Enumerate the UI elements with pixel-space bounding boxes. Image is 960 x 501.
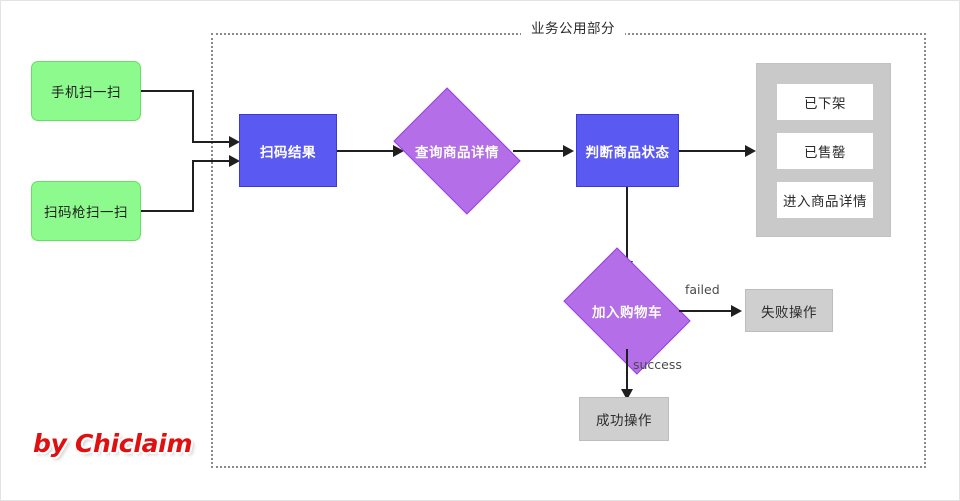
status-option-soldout[interactable]: 已售罄: [777, 133, 873, 169]
arrow-phone-to-scan: [229, 136, 240, 148]
input-node-scanner-scan-label: 扫码枪扫一扫: [44, 205, 128, 221]
node-judge-product-status-label: 判断商品状态: [585, 144, 670, 161]
node-scan-result-label: 扫码结果: [260, 144, 316, 161]
status-option-soldout-label: 已售罄: [804, 145, 846, 161]
connector-scanner-to-scan-h1: [141, 210, 194, 212]
watermark: by Chiclaim: [33, 429, 193, 458]
status-option-enter-detail[interactable]: 进入商品详情: [777, 182, 873, 218]
node-judge-product-status[interactable]: 判断商品状态: [576, 114, 679, 187]
node-query-product-detail[interactable]: 查询商品详情: [393, 87, 521, 215]
connector-phone-to-scan-h2: [192, 141, 234, 143]
connector-phone-to-scan-h1: [141, 90, 194, 92]
node-scan-result[interactable]: 扫码结果: [239, 114, 337, 187]
node-success-operation-label: 成功操作: [596, 413, 652, 429]
group-title: 业务公用部分: [521, 21, 625, 37]
connector-cart-to-failed: [679, 310, 735, 312]
edge-label-success: success: [633, 357, 682, 372]
status-option-offshelf-label: 已下架: [804, 96, 846, 112]
arrow-judge-to-panel: [745, 145, 756, 157]
node-add-to-cart[interactable]: 加入购物车: [563, 247, 691, 375]
node-failed-operation-label: 失败操作: [761, 304, 817, 321]
input-node-phone-scan-label: 手机扫一扫: [51, 85, 121, 101]
status-options-panel: 已下架 已售罄 进入商品详情: [756, 63, 891, 237]
connector-query-to-judge: [513, 150, 568, 152]
arrow-cart-to-failed: [731, 305, 742, 317]
node-add-to-cart-label: 加入购物车: [592, 305, 662, 321]
connector-scan-to-query: [337, 150, 399, 152]
connector-judge-to-cart: [626, 187, 628, 265]
node-success-operation[interactable]: 成功操作: [579, 397, 669, 441]
input-node-phone-scan[interactable]: 手机扫一扫: [31, 61, 141, 121]
arrow-query-to-judge: [563, 145, 574, 157]
connector-scanner-to-scan-v: [192, 161, 194, 212]
node-failed-operation[interactable]: 失败操作: [745, 289, 833, 332]
arrow-scanner-to-scan: [229, 155, 240, 167]
edge-label-failed: failed: [685, 282, 720, 297]
connector-judge-to-panel: [679, 150, 749, 152]
arrow-cart-to-success: [621, 389, 633, 400]
connector-phone-to-scan-v: [192, 90, 194, 143]
connector-scanner-to-scan-h2: [192, 160, 234, 162]
connector-cart-to-success: [626, 349, 628, 394]
input-node-scanner-scan[interactable]: 扫码枪扫一扫: [31, 181, 141, 241]
status-option-enter-detail-label: 进入商品详情: [783, 194, 867, 210]
status-option-offshelf[interactable]: 已下架: [777, 84, 873, 120]
arrow-scan-to-query: [393, 145, 404, 157]
node-query-product-detail-label: 查询商品详情: [415, 145, 499, 161]
